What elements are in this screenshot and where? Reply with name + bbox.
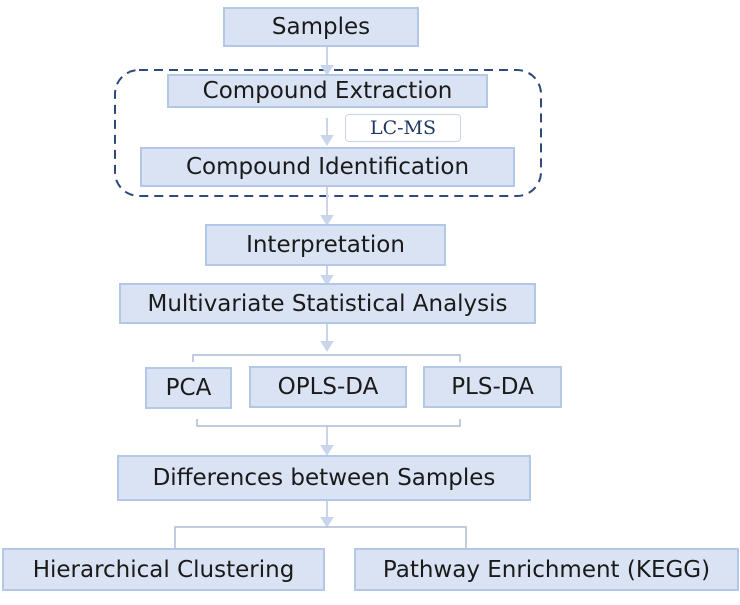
multivariate-analysis-box: Multivariate Statistical Analysis bbox=[119, 283, 536, 324]
pca-label: PCA bbox=[165, 375, 212, 401]
pathway-enrichment-box: Pathway Enrichment (KEGG) bbox=[354, 548, 739, 591]
interpretation-box: Interpretation bbox=[205, 224, 446, 266]
compound-extraction-label: Compound Extraction bbox=[202, 78, 453, 104]
pathway-enrichment-label: Pathway Enrichment (KEGG) bbox=[382, 556, 711, 583]
lcms-label: LC-MS bbox=[369, 117, 437, 139]
interpretation-label: Interpretation bbox=[246, 232, 405, 258]
bracket-methods-top bbox=[192, 354, 461, 362]
bracket-methods-bottom bbox=[196, 419, 461, 427]
lcms-tag: LC-MS bbox=[345, 114, 461, 142]
compound-identification-label: Compound Identification bbox=[185, 154, 470, 180]
opls-da-label: OPLS-DA bbox=[277, 374, 379, 400]
samples-label: Samples bbox=[271, 14, 371, 40]
multivariate-analysis-label: Multivariate Statistical Analysis bbox=[147, 290, 508, 317]
bracket-outcomes bbox=[174, 526, 467, 548]
hierarchical-clustering-label: Hierarchical Clustering bbox=[32, 556, 295, 583]
hierarchical-clustering-box: Hierarchical Clustering bbox=[2, 548, 325, 591]
pls-da-box: PLS-DA bbox=[423, 366, 562, 408]
compound-identification-box: Compound Identification bbox=[140, 147, 515, 187]
differences-box: Differences between Samples bbox=[117, 455, 531, 501]
pls-da-label: PLS-DA bbox=[451, 374, 534, 400]
differences-label: Differences between Samples bbox=[152, 465, 496, 491]
compound-extraction-box: Compound Extraction bbox=[167, 74, 488, 108]
opls-da-box: OPLS-DA bbox=[249, 366, 407, 408]
samples-box: Samples bbox=[223, 7, 419, 47]
pca-box: PCA bbox=[145, 367, 232, 409]
